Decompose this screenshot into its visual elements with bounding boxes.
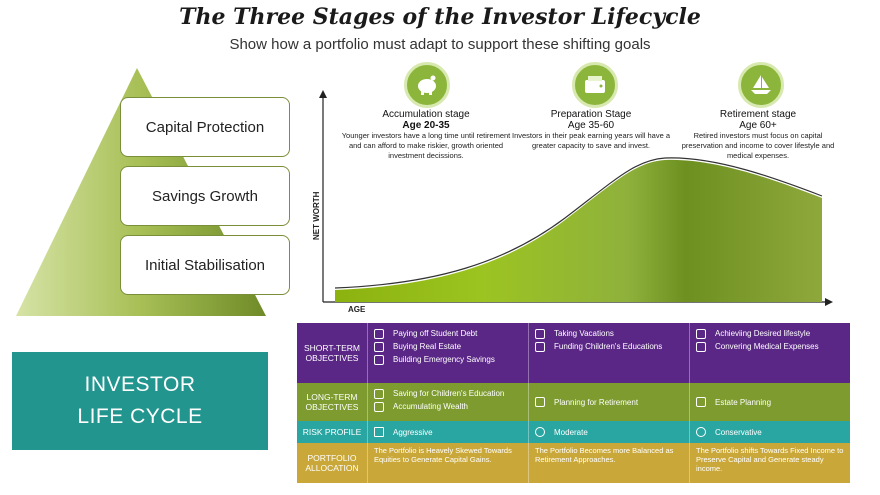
stage-name: Preparation Stage bbox=[550, 109, 632, 120]
stage-age: Age 60+ bbox=[739, 120, 777, 131]
table-cell: Saving for Children's Education Accumula… bbox=[367, 383, 528, 421]
risk-profile-row: RISK PROFILE Aggressive Moderate Conserv… bbox=[297, 421, 850, 443]
table-cell: Planning for Retirement bbox=[528, 383, 689, 421]
list-item: Funding Children's Educations bbox=[554, 342, 663, 351]
risk-level: Moderate bbox=[554, 427, 588, 437]
page-title: The Three Stages of the Investor Lifecyc… bbox=[179, 4, 701, 30]
x-axis-arrow bbox=[825, 298, 833, 306]
list-item: Buying Real Estate bbox=[393, 342, 462, 351]
allocation-text: The Portfolio Becomes more Balanced as R… bbox=[528, 443, 689, 483]
table-cell: Moderate bbox=[528, 421, 689, 443]
table-cell: Estate Planning bbox=[689, 383, 850, 421]
row-header: PORTFOLIO ALLOCATION bbox=[305, 453, 359, 473]
aggressive-icon bbox=[374, 427, 384, 437]
table-cell: Paying off Student Debt Buying Real Esta… bbox=[367, 323, 528, 383]
list-item: Taking Vacations bbox=[554, 329, 614, 338]
row-header: RISK PROFILE bbox=[302, 427, 362, 437]
list-item: Planning for Retirement bbox=[554, 397, 639, 407]
table-cell: Aggressive bbox=[367, 421, 528, 443]
table-cell: Conservative bbox=[689, 421, 850, 443]
savings-icon bbox=[374, 354, 384, 365]
education-icon bbox=[374, 388, 384, 399]
stage-name: Accumulation stage bbox=[382, 109, 470, 120]
retirement-icon bbox=[535, 397, 545, 407]
table-cell: Taking Vacations Funding Children's Educ… bbox=[528, 323, 689, 383]
list-item: Achieviing Desired lifestyle bbox=[715, 329, 811, 338]
list-item: Accumulating Wealth bbox=[393, 402, 468, 411]
net-worth-line bbox=[334, 157, 823, 289]
portfolio-allocation-row: PORTFOLIO ALLOCATION The Portfolio is He… bbox=[297, 443, 850, 483]
moderate-icon bbox=[535, 427, 545, 437]
stage-name: Retirement stage bbox=[719, 109, 797, 120]
piggy-bank-icon bbox=[404, 62, 450, 108]
banner-line-1: INVESTOR bbox=[84, 373, 196, 396]
stage-age: Age 35-60 bbox=[567, 120, 615, 131]
risk-level: Conservative bbox=[715, 427, 762, 437]
pyramid-level-initial-stabilisation: Initial Stabilisation bbox=[120, 235, 290, 295]
pyramid-level-capital-protection: Capital Protection bbox=[120, 97, 290, 157]
pyramid-level-savings-growth: Savings Growth bbox=[120, 166, 290, 226]
airplane-icon bbox=[535, 328, 545, 339]
page-subtitle: Show how a portfolio must adapt to suppo… bbox=[229, 36, 651, 53]
estate-icon bbox=[696, 397, 706, 407]
list-item: Paying off Student Debt bbox=[393, 329, 478, 338]
y-axis-label: NET WORTH bbox=[312, 191, 321, 240]
banner-line-2: LIFE CYCLE bbox=[77, 405, 203, 428]
stage-age: Age 20-35 bbox=[402, 120, 450, 131]
allocation-text: The Portfolio is Heavely Skewed Towards … bbox=[367, 443, 528, 483]
row-header: SHORT-TERM OBJECTIVES bbox=[297, 323, 367, 383]
investor-life-cycle-banner: INVESTOR LIFE CYCLE bbox=[12, 352, 268, 450]
hourglass-icon bbox=[696, 328, 706, 339]
row-header: LONG-TERM OBJECTIVES bbox=[305, 392, 359, 412]
list-item: Building Emergency Savings bbox=[393, 355, 495, 364]
graduation-icon bbox=[374, 328, 384, 339]
stage-description: Investors in their peak earning years wi… bbox=[512, 131, 670, 150]
list-item: Convering Medical Expenses bbox=[715, 342, 819, 351]
wallet-icon bbox=[572, 62, 618, 108]
list-item: Saving for Children's Education bbox=[393, 389, 505, 398]
short-term-objectives-row: SHORT-TERM OBJECTIVES Paying off Student… bbox=[297, 323, 850, 383]
wealth-icon bbox=[374, 401, 384, 412]
allocation-text: The Portfolio shifts Towards Fixed Incom… bbox=[689, 443, 850, 483]
long-term-objectives-row: LONG-TERM OBJECTIVES Saving for Children… bbox=[297, 383, 850, 421]
table-cell: Achieviing Desired lifestyle Convering M… bbox=[689, 323, 850, 383]
net-worth-curve-chart bbox=[319, 90, 833, 306]
stage-description: Retired investors must focus on capital … bbox=[681, 131, 835, 160]
sailboat-icon bbox=[738, 62, 784, 108]
stage-description: Younger investors have a long time until… bbox=[341, 131, 511, 160]
conservative-icon bbox=[696, 427, 706, 437]
y-axis-arrow bbox=[319, 90, 327, 98]
risk-level: Aggressive bbox=[393, 427, 433, 437]
net-worth-area bbox=[335, 159, 822, 302]
money-icon bbox=[535, 341, 545, 352]
medical-icon bbox=[696, 341, 706, 352]
list-item: Estate Planning bbox=[715, 397, 772, 407]
house-icon bbox=[374, 341, 384, 352]
x-axis-label: AGE bbox=[348, 305, 366, 314]
